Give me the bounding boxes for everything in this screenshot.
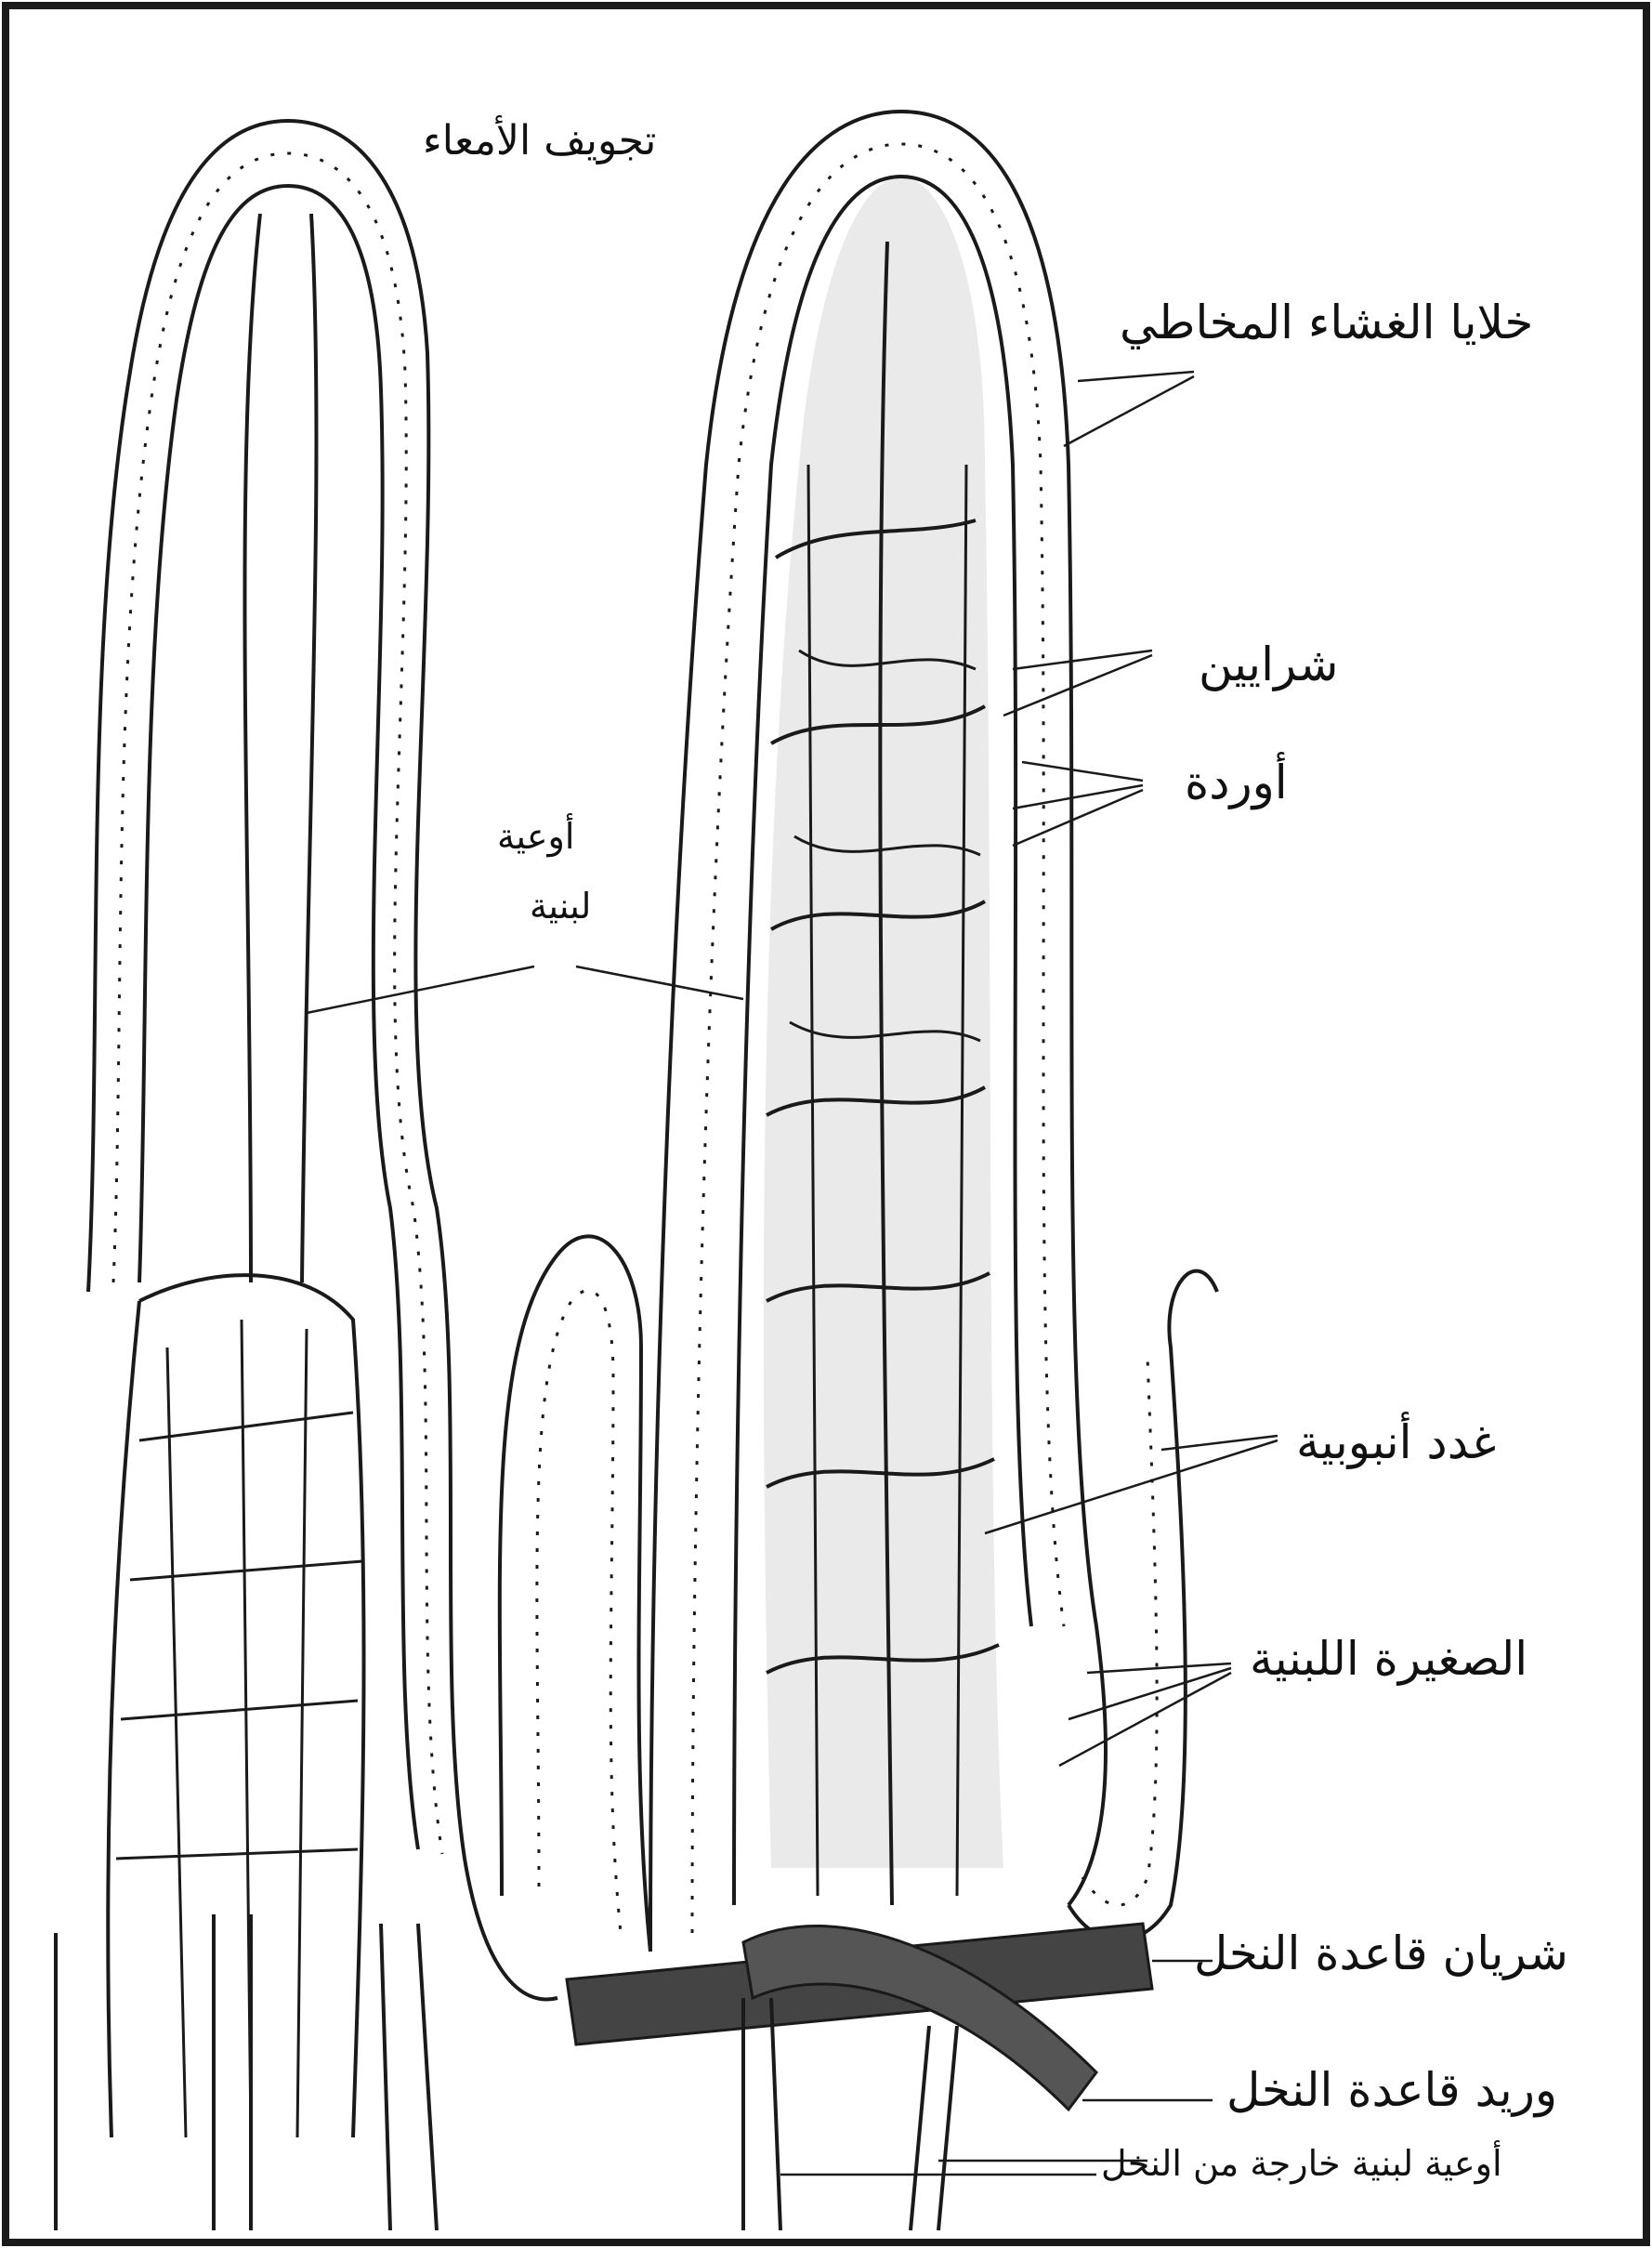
left-capillary-mesh xyxy=(116,1320,362,2137)
right-outer-fold-cell-row xyxy=(1082,1357,1157,1905)
arteries-leader xyxy=(1003,651,1152,716)
label-lacteals-bottom: لبنية xyxy=(530,887,591,927)
right-outer-fold xyxy=(1069,1271,1217,1940)
left-villus xyxy=(56,121,557,2230)
label-mucosa-cells: خلايا الغشاء المخاطي xyxy=(1120,297,1533,348)
veins-leader xyxy=(1013,762,1143,846)
mucosa-leader xyxy=(1064,372,1194,446)
label-efferent-lacteals: أوعية لبنية خارجة من النخل xyxy=(1101,2145,1502,2184)
middle-fold-outer xyxy=(500,1236,650,1952)
left-villus-inner-wall xyxy=(139,186,418,1849)
label-veins: أوردة xyxy=(1185,757,1288,808)
label-villus-vein: وريد قاعدة النخل xyxy=(1226,2065,1557,2116)
efferent-lacteal-tubes xyxy=(743,1998,957,2230)
base-vessels xyxy=(567,1924,1152,2230)
label-villus-artery: شريان قاعدة النخل xyxy=(1194,1928,1568,1979)
label-lacteals-top: أوعية xyxy=(497,818,574,857)
middle-fold xyxy=(500,1236,650,1952)
label-tubular-glands: غدد أنبوبية xyxy=(1296,1417,1496,1468)
left-lacteal-left xyxy=(244,214,260,1282)
glands-leader xyxy=(985,1436,1278,1533)
label-lumen: تجويف الأمعاء xyxy=(423,119,656,164)
left-villus-cell-row xyxy=(113,153,442,1854)
label-arteries: شرايين xyxy=(1199,639,1338,690)
right-villus xyxy=(650,112,1217,1952)
left-base-vessels xyxy=(56,1914,437,2230)
efferent-leader xyxy=(780,2161,1147,2175)
left-lacteal-right xyxy=(302,214,316,1282)
middle-fold-cell-row xyxy=(537,1291,621,1933)
venule-leader xyxy=(1059,1663,1231,1766)
label-lymph-venule: الصغيرة اللبنية xyxy=(1250,1634,1527,1685)
